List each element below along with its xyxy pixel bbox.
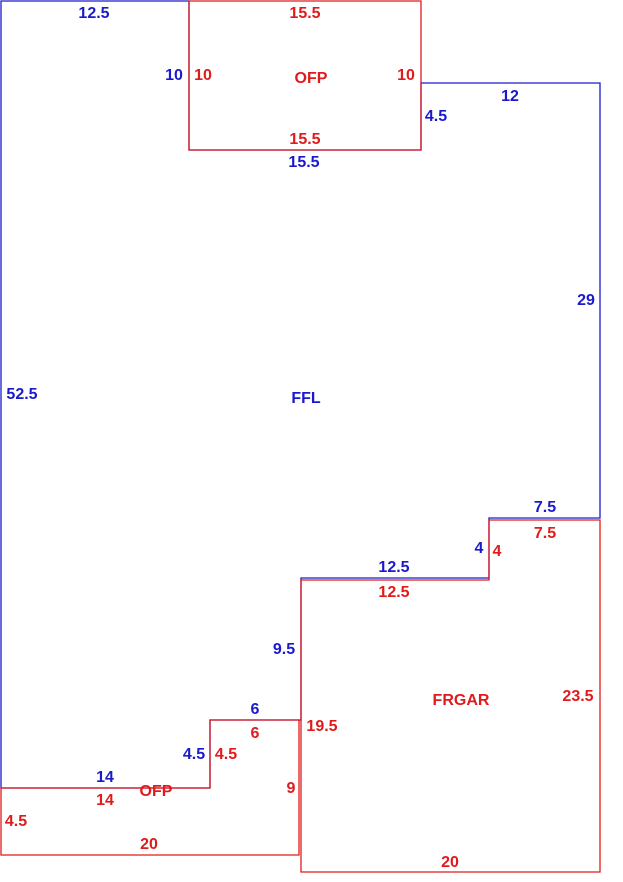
dim-ffl-mid-top: 12.5 [378, 559, 409, 576]
ofp-bottom-area-label: OFP [140, 783, 173, 800]
dim-frgar-top-right: 7.5 [534, 525, 556, 542]
dim-ofp-top-left: 10 [194, 67, 212, 84]
dim-ffl-right: 29 [577, 292, 595, 309]
dim-frgar-left: 19.5 [306, 718, 337, 735]
dim-ofp-bot-left: 4.5 [5, 813, 27, 830]
dim-ffl-small-top: 6 [251, 701, 260, 718]
dim-ffl-notch-bottom: 15.5 [288, 154, 319, 171]
dim-frgar-right: 23.5 [562, 688, 593, 705]
dim-ofp-bot-bottom: 20 [140, 836, 158, 853]
dim-ffl-step-top: 7.5 [534, 499, 556, 516]
frgar-outline [300, 519, 601, 873]
dim-ofp-top-top: 15.5 [289, 5, 320, 22]
dim-frgar-top-mid: 12.5 [378, 584, 409, 601]
dim-frgar-bottom: 20 [441, 854, 459, 871]
ofp-top-outline [188, 0, 422, 151]
dim-ffl-small-side: 4.5 [183, 746, 205, 763]
frgar-area-label: FRGAR [433, 692, 490, 709]
dim-ofp-bot-right: 9 [287, 780, 296, 797]
ofp-bottom-outline [0, 719, 300, 856]
dim-ffl-lower-side: 9.5 [273, 641, 295, 658]
dim-ffl-step-side: 4 [475, 540, 484, 557]
dim-ffl-bottom: 14 [96, 769, 114, 786]
dim-ffl-left-notch: 10 [165, 67, 183, 84]
dim-ofp-bot-top: 14 [96, 792, 114, 809]
dim-ofp-top-right: 10 [397, 67, 415, 84]
dim-ffl-right-step: 4.5 [425, 108, 447, 125]
ofp-top-area-label: OFP [295, 70, 328, 87]
dim-ofp-bot-small-top: 6 [251, 725, 260, 742]
dim-frgar-step: 4 [493, 543, 502, 560]
dim-ofp-top-bottom: 15.5 [289, 131, 320, 148]
dim-ffl-top-left: 12.5 [78, 5, 109, 22]
dim-ffl-left: 52.5 [6, 386, 37, 403]
dim-ofp-bot-small-side: 4.5 [215, 746, 237, 763]
ffl-area-label: FFL [291, 390, 321, 407]
dim-ffl-top-right: 12 [501, 88, 519, 105]
